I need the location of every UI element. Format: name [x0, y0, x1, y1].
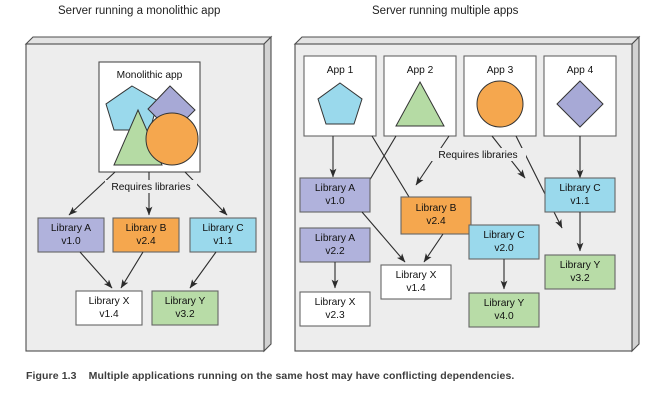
library-box-c-v20-right: Library C v2.0 [468, 224, 540, 260]
library-name: Library A [315, 233, 355, 244]
app-box-4: App 4 [543, 55, 617, 137]
triangle-shape [395, 80, 445, 127]
figure-caption: Figure 1.3 Multiple applications running … [26, 370, 646, 382]
library-name: Library A [315, 183, 355, 194]
library-version: v2.0 [494, 243, 514, 254]
circle-shape [476, 80, 524, 128]
pentagon-shape [317, 82, 363, 125]
library-version: v2.2 [325, 246, 345, 257]
monolithic-app-label: Monolithic app [117, 70, 183, 81]
app-label: App 1 [327, 65, 354, 76]
monolithic-edge-label: Requires libraries [111, 182, 190, 193]
library-version: v2.4 [426, 216, 446, 227]
panel-title-multiple: Server running multiple apps [372, 5, 519, 17]
library-box-y-v32-left: Library Y v3.2 [151, 290, 219, 326]
app-box-2: App 2 [383, 55, 457, 137]
multiple-edge-label: Requires libraries [438, 150, 517, 161]
library-version: v1.4 [406, 283, 426, 294]
library-version: v1.0 [325, 196, 345, 207]
library-version: v4.0 [494, 311, 514, 322]
figure-number: Figure 1.3 [26, 370, 77, 382]
library-box-a-v10-left: Library A v1.0 [37, 217, 105, 253]
monolithic-requires-arrows: Requires libraries [68, 171, 228, 216]
library-box-a-v10-right: Library A v1.0 [299, 177, 371, 213]
library-name: Library Y [560, 260, 601, 271]
library-box-c-v11-left: Library C v1.1 [189, 217, 257, 253]
library-name: Library B [416, 203, 457, 214]
library-name: Library Y [165, 296, 206, 307]
diamond-shape [556, 80, 604, 128]
figure-caption-text: Multiple applications running on the sam… [88, 370, 515, 382]
app-label: App 2 [407, 65, 434, 76]
library-version: v3.2 [175, 309, 195, 320]
library-box-a-v22-right: Library A v2.2 [299, 227, 371, 263]
library-name: Library X [315, 297, 356, 308]
library-box-x-v14-left: Library X v1.4 [75, 290, 143, 326]
library-name: Library Y [484, 298, 525, 309]
library-name: Library C [559, 183, 600, 194]
library-version: v2.3 [325, 310, 345, 321]
library-name: Library C [202, 223, 243, 234]
library-name: Library X [89, 296, 130, 307]
panel-title-monolithic: Server running a monolithic app [58, 5, 221, 17]
library-box-b-v24-left: Library B v2.4 [112, 217, 180, 253]
library-version: v1.1 [213, 236, 233, 247]
library-box-c-v11-right: Library C v1.1 [544, 177, 616, 213]
library-version: v2.4 [136, 236, 156, 247]
app-label: App 3 [487, 65, 514, 76]
app-box-1: App 1 [303, 55, 377, 137]
library-box-b-v24-right: Library B v2.4 [400, 196, 472, 235]
multiple-requires-arrows: Requires libraries [329, 135, 584, 229]
library-box-y-v40-right: Library Y v4.0 [468, 292, 540, 328]
library-name: Library C [483, 230, 524, 241]
app-box-3: App 3 [463, 55, 537, 137]
library-name: Library B [126, 223, 167, 234]
library-box-x-v14-right: Library X v1.4 [380, 264, 452, 300]
library-version: v1.0 [61, 236, 81, 247]
library-box-x-v23-right: Library X v2.3 [299, 291, 371, 327]
library-version: v1.1 [570, 196, 590, 207]
library-version: v1.4 [99, 309, 119, 320]
monolithic-app-box: Monolithic app [98, 61, 201, 173]
monolithic-lib-arrows [79, 251, 217, 289]
library-name: Library A [51, 223, 91, 234]
multiple-lib-arrows [331, 211, 584, 290]
library-name: Library X [396, 270, 437, 281]
circle-shape [145, 112, 199, 166]
library-box-y-v32-right: Library Y v3.2 [544, 254, 616, 290]
library-version: v3.2 [570, 273, 590, 284]
app-label: App 4 [567, 65, 594, 76]
